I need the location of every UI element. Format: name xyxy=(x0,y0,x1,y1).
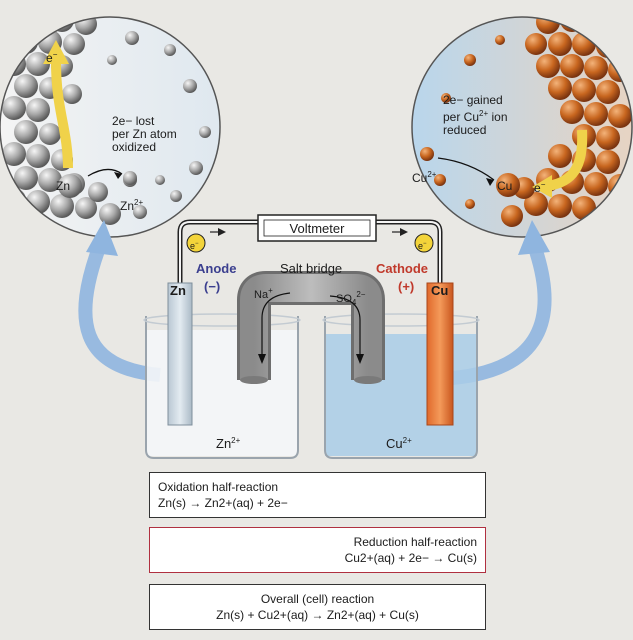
voltmeter-label: Voltmeter xyxy=(289,221,345,236)
electron-left-icon xyxy=(186,233,206,253)
electron-right-label: e− xyxy=(418,241,427,251)
oxidation-equation: Zn(s) → Zn2+(aq) + 2e− xyxy=(158,496,288,510)
copper-electron-label: e− xyxy=(534,180,546,195)
reduction-title: Reduction half-reaction xyxy=(353,535,477,549)
zinc-atom-oxidized xyxy=(58,174,82,198)
zinc-ion-label: Zn2+ xyxy=(120,198,144,213)
anode-label: Anode xyxy=(196,261,237,276)
sulfate-ion-label: SO42− xyxy=(336,290,366,307)
copper-ion-incoming xyxy=(420,147,434,161)
anode-sign: (−) xyxy=(204,279,221,294)
electron-arrow-in xyxy=(532,175,552,198)
overall-reaction-box: Overall (cell) reaction Zn(s) + Cu2+(aq)… xyxy=(149,584,486,630)
left-solution-label: Zn2+ xyxy=(216,436,241,451)
electrons-gained-text: 2e− gained per Cu2+ ion reduced xyxy=(443,93,508,137)
right-solution-label: Cu2+ xyxy=(386,436,412,451)
zinc-electron-label: e− xyxy=(46,50,58,65)
salt-bridge-label: Salt bridge xyxy=(280,261,343,276)
cathode-sign: (+) xyxy=(398,279,415,294)
copper-electrode xyxy=(426,282,454,426)
overall-equation: Zn(s) + Cu2+(aq) → Zn2+(aq) + Cu(s) xyxy=(216,608,419,622)
electrons-lost-text: 2e− lost per Zn atom oxidized xyxy=(112,114,177,154)
zinc-atom-label: Zn xyxy=(56,179,71,193)
electron-arrow-up xyxy=(43,40,69,64)
overall-title: Overall (cell) reaction xyxy=(260,592,375,606)
zinc-electrode xyxy=(167,282,193,426)
zinc-zoom-circle xyxy=(0,16,221,238)
reduction-half-reaction-box: Reduction half-reaction Cu2+(aq) + 2e− →… xyxy=(149,527,486,573)
zoom-arrows xyxy=(78,220,552,385)
salt-bridge xyxy=(237,271,385,384)
electron-right-icon xyxy=(414,233,434,253)
zinc-electrode-label: Zn xyxy=(170,283,186,298)
copper-atom-label: Cu xyxy=(497,179,513,193)
reduction-equation: Cu2+(aq) + 2e− → Cu(s) xyxy=(344,551,477,565)
cathode-label: Cathode xyxy=(376,261,428,276)
oxidation-half-reaction-box: Oxidation half-reaction Zn(s) → Zn2+(aq)… xyxy=(149,472,486,518)
zinc-ion-released xyxy=(123,171,137,185)
sodium-ion-label: Na+ xyxy=(254,286,273,301)
copper-ion-particles xyxy=(434,35,505,209)
copper-ion-label: Cu2+ xyxy=(412,170,437,185)
voltmeter-box xyxy=(257,214,377,242)
external-circuit xyxy=(177,214,443,283)
copper-zoom-circle xyxy=(411,16,633,238)
copper-atom-reduced xyxy=(496,173,520,197)
electron-left-label: e− xyxy=(190,241,199,251)
oxidation-title: Oxidation half-reaction xyxy=(158,480,279,494)
copper-electrode-label: Cu xyxy=(431,283,449,298)
